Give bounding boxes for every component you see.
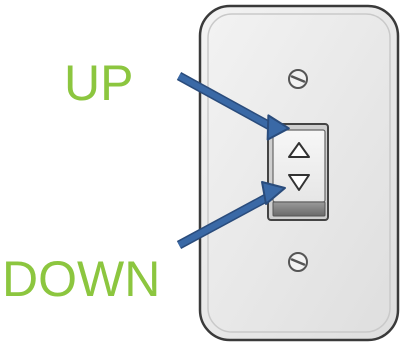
triangle-down-icon: [288, 174, 310, 191]
screw-icon: [288, 252, 308, 272]
wall-plate-inner-edge: [207, 13, 391, 333]
up-pointer-arrow: [176, 72, 290, 141]
triangle-up-icon: [288, 142, 310, 158]
down-label: DOWN: [2, 251, 161, 307]
screw-icon: [288, 69, 308, 89]
down-pointer-arrow: [176, 181, 286, 249]
up-label: UP: [64, 55, 134, 111]
rocker-toggle[interactable]: [272, 129, 326, 217]
